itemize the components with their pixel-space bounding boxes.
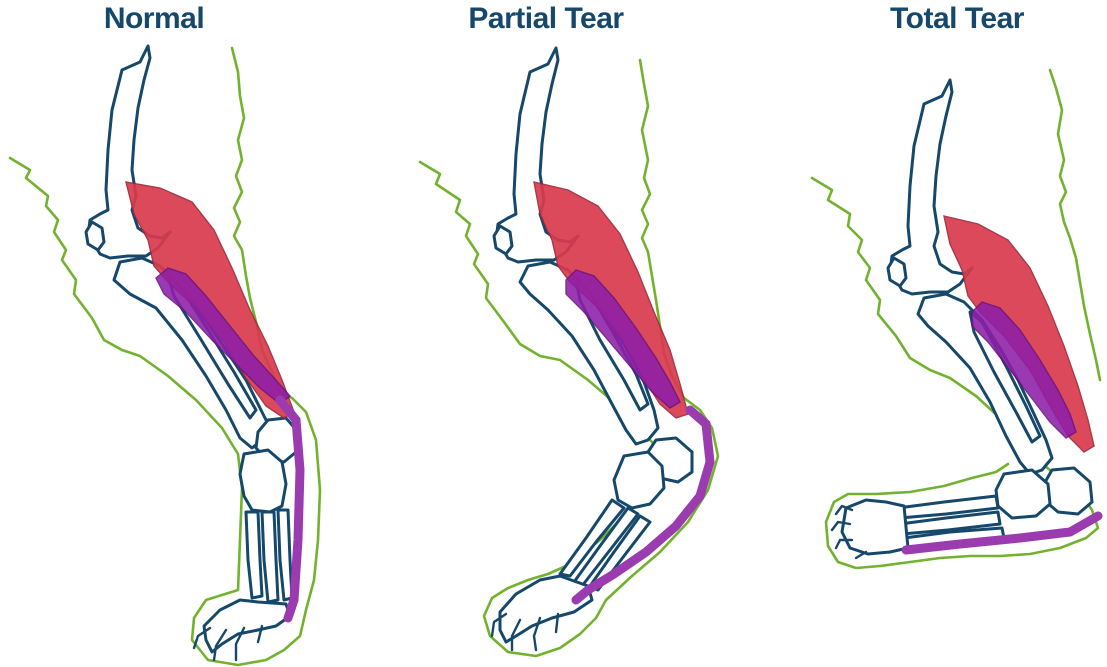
leg-normal xyxy=(10,46,320,665)
toe-bones-total-tear xyxy=(842,500,908,554)
tarsal-bones-normal xyxy=(240,450,286,512)
leg-partial-tear xyxy=(420,48,718,656)
hock-bone-total-tear xyxy=(1044,468,1092,514)
tarsal-bones-total-tear xyxy=(996,470,1050,518)
tarsal-bones-partial-tear xyxy=(614,452,664,508)
kneecap-bone-normal xyxy=(86,222,104,250)
kneecap-bone-total-tear xyxy=(888,258,906,286)
leg-total-tear xyxy=(812,70,1100,568)
kneecap-bone-partial-tear xyxy=(494,226,512,254)
metatarsal-bones-normal xyxy=(246,512,262,598)
